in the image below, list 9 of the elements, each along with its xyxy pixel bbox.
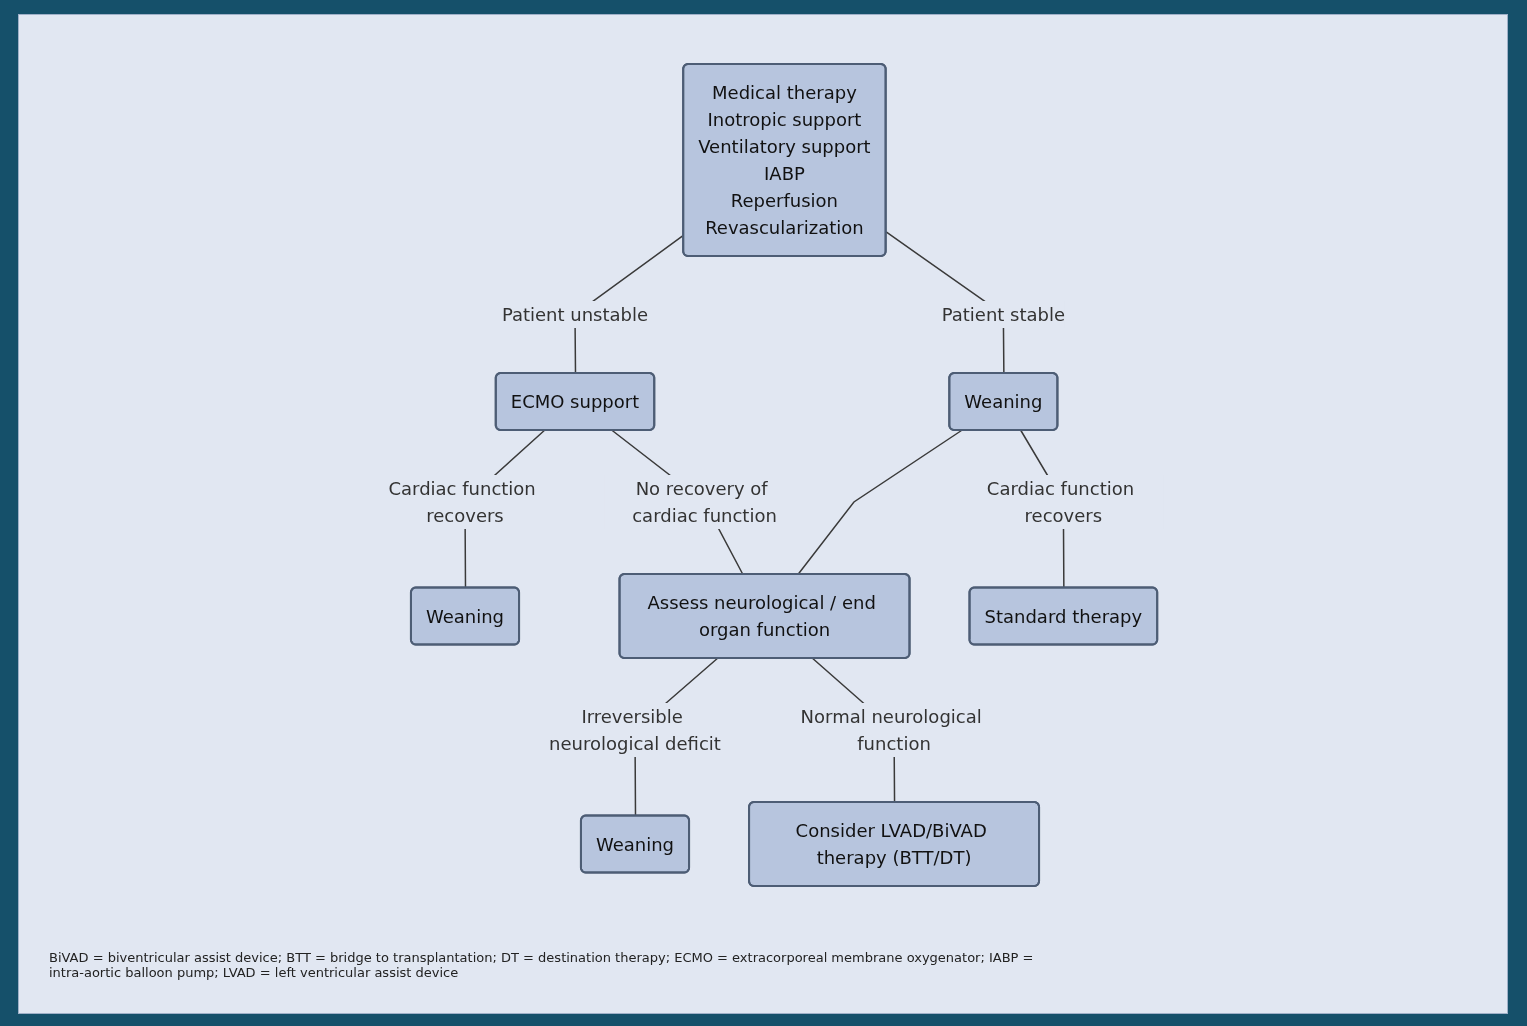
edge-label: No recovery of cardiac function bbox=[632, 478, 777, 526]
edge-label: Patient unstable bbox=[501, 304, 648, 325]
footnote: BiVAD = biventricular assist device; BTT = bridge to transplantation; DT = destination therapy; ECMO = extracorporeal membrane oxygenator; IABP = intra-aortic balloon pump; LVAD = left ventricular assist device bbox=[49, 950, 1035, 980]
edge-label: Patient stable bbox=[941, 304, 1065, 325]
edge-label: Cardiac function recovers bbox=[986, 478, 1134, 526]
edge-label: Normal neurological function bbox=[800, 706, 982, 754]
edge-label: Irreversible neurological deficit bbox=[548, 706, 721, 754]
edge-label: Cardiac function recovers bbox=[388, 478, 536, 526]
connector bbox=[797, 429, 963, 576]
